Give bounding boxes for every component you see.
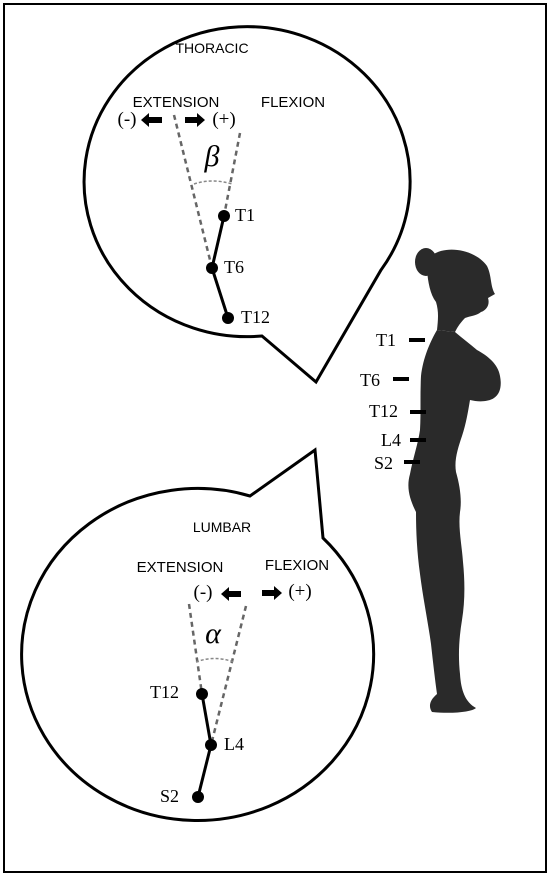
marker-tick-t1 [409, 338, 425, 342]
lumbar-negative-sign: (-) [194, 582, 213, 603]
thoracic-angle-arc [193, 180, 233, 185]
lumbar-point-s2 [192, 791, 204, 803]
lumbar-flexion-label: FLEXION [265, 557, 329, 574]
lumbar-point-label-t12: T12 [150, 682, 179, 702]
lumbar-point-label-l4: L4 [224, 734, 244, 754]
lumbar-positive-sign: (+) [288, 581, 311, 602]
body [408, 330, 501, 713]
marker-tick-l4 [410, 438, 426, 442]
thoracic-flexion-label: FLEXION [261, 94, 325, 111]
thoracic-title: THORACIC [175, 40, 248, 56]
lumbar-title: LUMBAR [193, 519, 251, 535]
lumbar-point-t12 [196, 688, 208, 700]
arrow-right-icon [262, 586, 282, 600]
thoracic-point-label-t6: T6 [224, 257, 244, 277]
marker-tick-t12 [410, 410, 426, 414]
thoracic-point-t1 [218, 210, 230, 222]
lumbar-point-l4 [205, 739, 217, 751]
lumbar-extension-label: EXTENSION [137, 559, 224, 576]
arrow-left-icon [221, 587, 241, 601]
marker-tick-t6 [393, 377, 409, 381]
body-marker-label-t6: T6 [360, 370, 380, 390]
human-silhouette [393, 248, 501, 713]
body-marker-label-s2: S2 [374, 453, 393, 473]
body-marker-label-t12: T12 [369, 401, 398, 421]
thoracic-extension-label: EXTENSION [133, 94, 220, 111]
arrow-left-icon [141, 113, 162, 127]
body-marker-label-l4: L4 [381, 430, 401, 450]
lumbar-reference-line [187, 603, 204, 695]
lumbar-point-label-s2: S2 [160, 786, 179, 806]
thoracic-point-t12 [222, 312, 234, 324]
marker-tick-s2 [404, 460, 420, 464]
body-marker-label-t1: T1 [376, 330, 396, 350]
thoracic-point-t6 [206, 262, 218, 274]
thoracic-positive-sign: (+) [212, 109, 235, 130]
thoracic-point-label-t1: T1 [235, 205, 255, 225]
thoracic-bubble-outline [82, 25, 412, 385]
lumbar-bubble: LUMBAR EXTENSION FLEXION (-) (+) α T12 L… [20, 447, 376, 822]
lumbar-angle-symbol: α [205, 617, 222, 650]
head [427, 249, 495, 332]
thoracic-bubble: THORACIC EXTENSION FLEXION (-) (+) β T1 … [82, 25, 412, 385]
thoracic-point-label-t12: T12 [241, 307, 270, 327]
arrow-right-icon [185, 113, 205, 127]
thoracic-angle-symbol: β [204, 140, 220, 173]
lumbar-angle-arc [195, 657, 235, 663]
lumbar-flexion-line [209, 605, 248, 746]
thoracic-negative-sign: (-) [118, 109, 137, 130]
lumbar-bubble-outline [20, 447, 376, 822]
